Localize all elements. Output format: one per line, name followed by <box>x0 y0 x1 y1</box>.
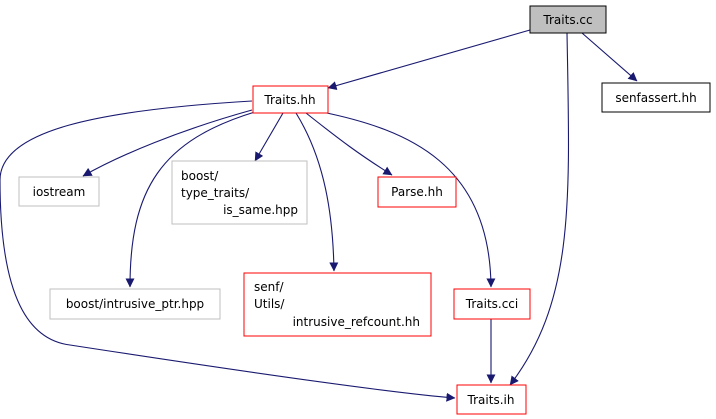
node-box <box>453 288 531 320</box>
node-iostream[interactable]: iostream <box>18 176 100 207</box>
node-box <box>171 160 308 225</box>
edge-traits-hh-to-iostream <box>82 109 253 177</box>
node-label: Traits.hh <box>263 93 315 107</box>
edge-traits-hh-to-traits-cci <box>321 111 496 288</box>
edge-traits-hh-to-intrusive-ptr-hpp <box>125 110 259 288</box>
node-traits-ih[interactable]: Traits.ih <box>456 384 527 415</box>
node-label: Traits.ih <box>467 393 515 407</box>
node-intrusive-ptr-hpp[interactable]: boost/intrusive_ptr.hpp <box>49 288 221 320</box>
node-box <box>18 176 100 207</box>
node-box <box>529 5 607 34</box>
node-box <box>456 384 527 415</box>
node-label: senfassert.hh <box>615 91 696 105</box>
node-traits-cci[interactable]: Traits.cci <box>453 288 531 320</box>
edge-traits-hh-to-parse-hh <box>305 112 393 176</box>
node-label: boost/intrusive_ptr.hpp <box>66 297 204 311</box>
node-box <box>377 176 457 208</box>
node-intrusive-refcount-hh[interactable]: senf/ Utils/ intrusive_refcount.hh <box>243 272 432 337</box>
node-traits-hh[interactable]: Traits.hh <box>252 85 329 114</box>
edge-traits-cc-to-traits-ih <box>509 32 570 386</box>
edge-traits-cc-to-traits-hh <box>327 29 531 90</box>
node-box <box>252 85 329 114</box>
node-senfassert-hh[interactable]: senfassert.hh <box>601 82 711 113</box>
node-is-same-hpp[interactable]: boost/ type_traits/ is_same.hpp <box>171 160 308 225</box>
edge-traits-hh-to-traits-ih <box>0 100 456 402</box>
node-box <box>601 82 711 113</box>
nodes: Traits.cc Traits.hh senfassert.hh iostre… <box>18 5 711 415</box>
node-label-line-1: senf/ <box>254 280 284 294</box>
node-parse-hh[interactable]: Parse.hh <box>377 176 457 208</box>
edge-traits-hh-to-is-same-hpp <box>254 112 284 162</box>
node-label-line-3: is_same.hpp <box>223 203 298 217</box>
node-label-line-2: type_traits/ <box>181 186 250 200</box>
node-box <box>243 272 432 337</box>
edges <box>0 29 638 402</box>
node-label-line-1: boost/ <box>181 169 219 183</box>
node-box <box>49 288 221 320</box>
node-label: Traits.cc <box>542 13 592 27</box>
edge-traits-hh-to-intrusive-refcount-hh <box>295 112 339 272</box>
node-label-line-2: Utils/ <box>254 297 285 311</box>
edge-traits-cc-to-senfassert-hh <box>581 32 638 82</box>
node-label-line-3: intrusive_refcount.hh <box>293 315 420 329</box>
node-traits-cc[interactable]: Traits.cc <box>529 5 607 34</box>
node-label: Traits.cci <box>465 297 519 311</box>
node-label: Parse.hh <box>391 185 443 199</box>
node-label: iostream <box>33 185 86 199</box>
